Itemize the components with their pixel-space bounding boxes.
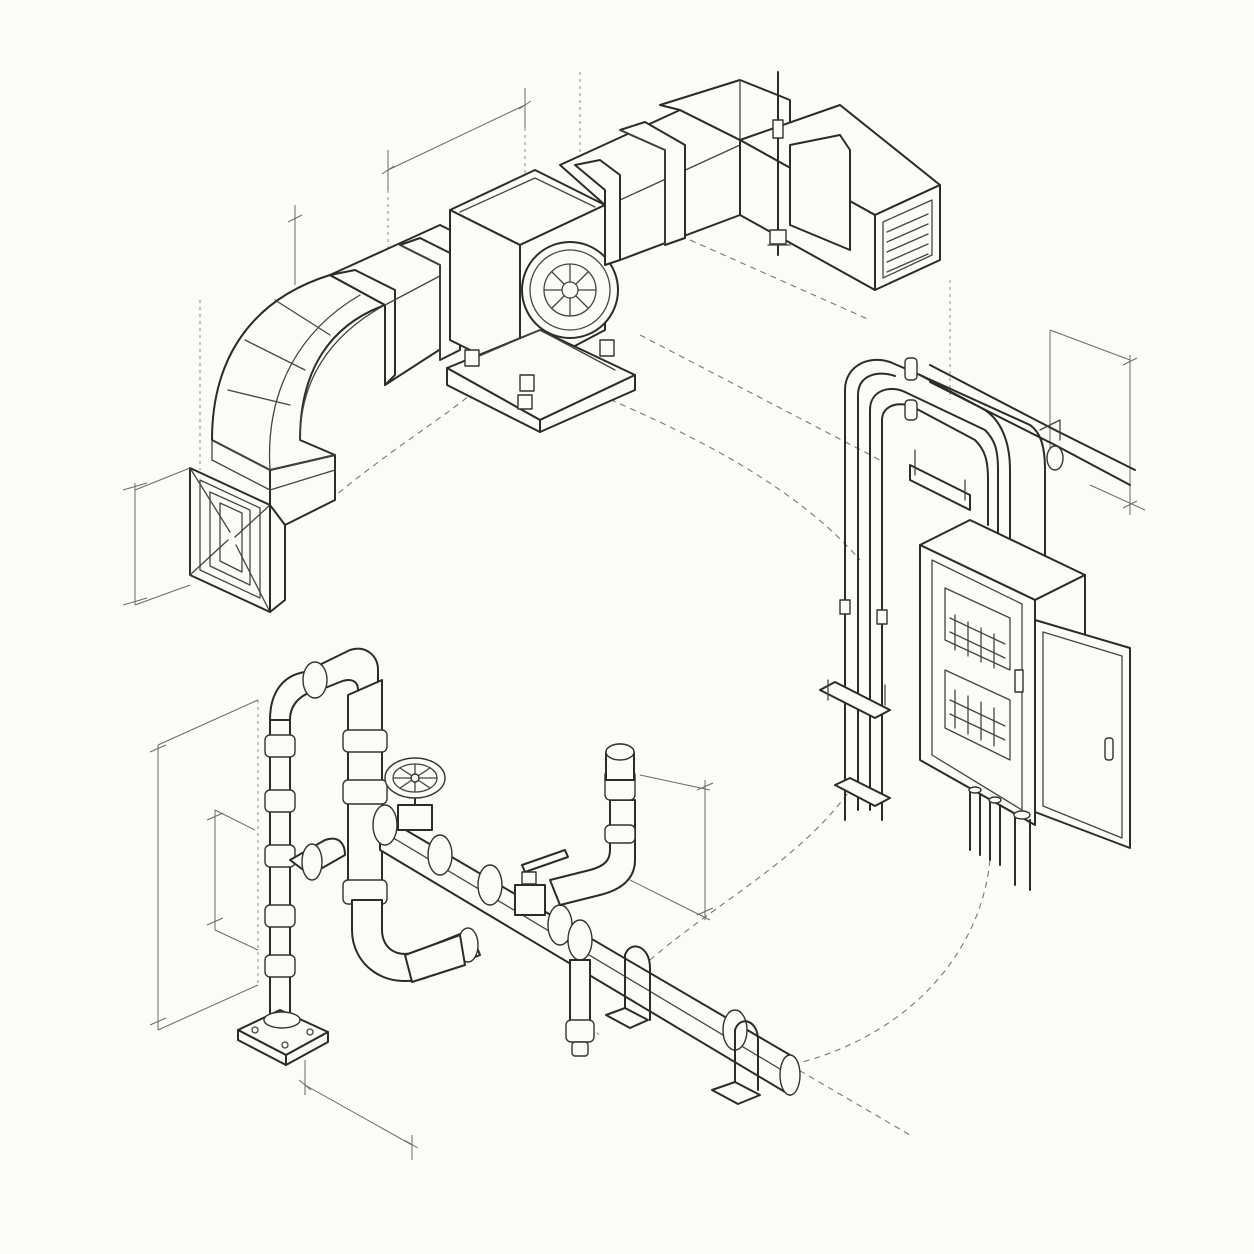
- duct-elbow-icon: [211, 274, 386, 526]
- duct-icon: [329, 224, 471, 386]
- threaded-rod-icon: [767, 71, 791, 256]
- square-diffuser-icon: [189, 467, 286, 613]
- handwheel-valve-icon: [384, 757, 446, 831]
- breaker-panel-icon: [919, 519, 1131, 891]
- ductwork-system: [189, 71, 941, 613]
- pipe-support-icon: [605, 945, 761, 1105]
- ball-valve-icon: [514, 849, 569, 916]
- louver-icon: [739, 104, 941, 291]
- fan-icon: [446, 169, 636, 433]
- pipe-icon: [237, 647, 801, 1096]
- conduit-icon: [819, 357, 1136, 821]
